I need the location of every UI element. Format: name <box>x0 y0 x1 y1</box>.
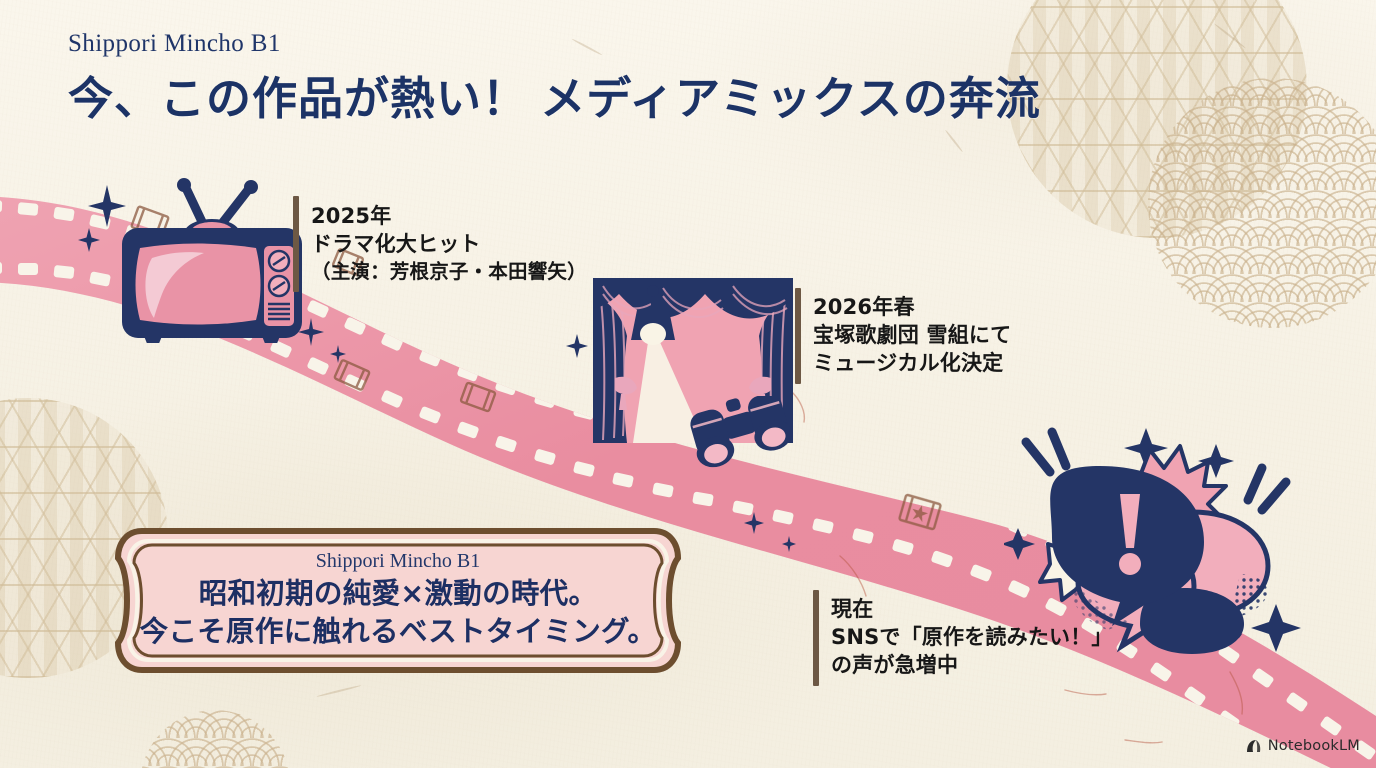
page-title-block: Shippori Mincho B1 今、この作品が熱い！ メディアミックスの奔… <box>68 30 1041 127</box>
annotation-line: 2026年春 <box>813 295 915 320</box>
sparkle-icon <box>88 185 126 227</box>
annotation-accent-bar <box>795 288 801 384</box>
seigaiha-pattern-top-right <box>1148 78 1376 328</box>
annotation-line: 2025年 <box>311 204 392 229</box>
highlight-plate: Shippori Mincho B1 昭和初期の純愛×激動の時代。 今こそ原作に… <box>108 528 688 673</box>
sparkle-icon <box>298 318 324 346</box>
annotation-sns: 現在 SNSで「原作を読みたい！」 の声が急増中 <box>813 590 1113 686</box>
sparkle-icon <box>566 334 588 358</box>
annotation-musical: 2026年春 宝塚歌劇団 雪組にて ミュージカル化決定 <box>795 288 1011 384</box>
plate-line-1: 昭和初期の純愛×激動の時代。 <box>198 576 598 610</box>
annotation-line: （主演：芳根京子・本田響矢） <box>311 259 587 283</box>
notebooklm-watermark: NotebookLM <box>1245 738 1360 754</box>
plate-line-2: 今こそ原作に触れるベストタイミング。 <box>139 615 657 648</box>
sparkle-icon <box>78 228 100 252</box>
annotation-line: の声が急増中 <box>831 652 959 677</box>
sparkle-icon <box>744 512 764 534</box>
notebooklm-logo-icon <box>1246 739 1260 752</box>
title-eyebrow: Shippori Mincho B1 <box>68 30 281 57</box>
watermark-label: NotebookLM <box>1267 738 1360 754</box>
annotation-line: ミュージカル化決定 <box>813 350 1004 375</box>
annotation-accent-bar <box>293 196 299 292</box>
speech-bubbles-exclamation-icon <box>1004 427 1301 654</box>
sparkle-icon <box>782 536 796 552</box>
annotation-line: 宝塚歌劇団 雪組にて <box>813 323 1012 348</box>
annotation-accent-bar <box>813 590 819 686</box>
plate-ornate-frame <box>114 528 682 673</box>
plate-eyebrow: Shippori Mincho B1 <box>315 549 481 572</box>
annotation-line: SNSで「原作を読みたい！」 <box>831 625 1113 650</box>
annotation-line: ドラマ化大ヒット <box>311 232 481 257</box>
opera-binoculars-icon <box>690 396 792 468</box>
retro-television-icon <box>122 178 302 343</box>
annotation-drama: 2025年 ドラマ化大ヒット （主演：芳根京子・本田響矢） <box>293 196 587 292</box>
sparkle-icon <box>330 345 346 363</box>
page-title: 今、この作品が熱い！ メディアミックスの奔流 <box>68 74 1041 124</box>
annotation-line: 現在 <box>831 597 874 622</box>
